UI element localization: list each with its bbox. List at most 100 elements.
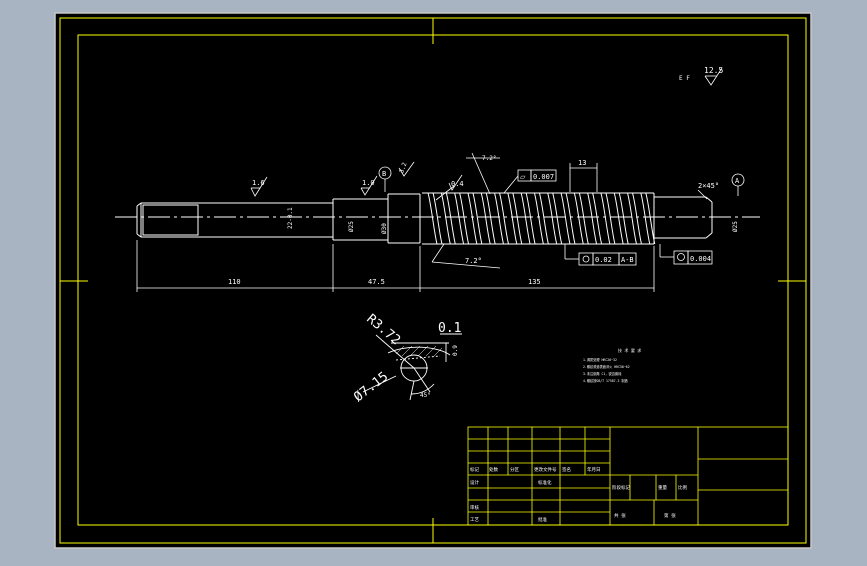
thread-groove <box>507 192 518 245</box>
dia-callout-d: Ø25 <box>732 221 739 232</box>
left-thread-relief <box>142 204 199 236</box>
svg-text:处数: 处数 <box>489 466 498 473</box>
svg-text:⏥: ⏥ <box>520 173 526 181</box>
svg-text:阶段标记: 阶段标记 <box>612 484 630 491</box>
thread-groove-edge <box>445 192 456 245</box>
roughness-flank: 0.4 <box>451 180 464 188</box>
thread-groove-edge <box>578 192 589 245</box>
roughness-left: 1.6 <box>252 179 265 187</box>
notes-title: 技 术 要 求 <box>618 347 641 353</box>
pitch-value: 13 <box>578 159 586 167</box>
length-47-5: 47.5 <box>368 278 385 286</box>
lead-screw-shaft <box>115 192 760 245</box>
detail-offset: 0.1 <box>438 321 461 336</box>
technical-requirements: 技 术 要 求 1.调质处理 HRC28~32 2.螺纹滚道表面淬火 HRC58… <box>583 347 641 383</box>
svg-text:年月日: 年月日 <box>587 466 601 473</box>
ball-thread-grooves <box>427 192 656 245</box>
detail-angle: 45° <box>420 392 431 399</box>
centering-marks <box>60 18 806 543</box>
helix-angle-lower: 7.2° <box>431 243 501 269</box>
svg-text:设计: 设计 <box>470 479 479 486</box>
svg-text:工艺: 工艺 <box>470 517 479 523</box>
roughness-mid: 1.0 <box>362 179 375 187</box>
thread-groove <box>573 192 584 245</box>
thread-groove <box>427 192 438 245</box>
thread-groove-edge <box>525 192 536 245</box>
thread-groove <box>520 192 531 245</box>
thread-groove-edge <box>538 192 549 245</box>
thread-groove-edge <box>565 192 576 245</box>
thread-groove-edge <box>432 192 443 245</box>
thread-groove <box>560 192 571 245</box>
note-line-4: 4.螺纹按GB/T 17587.3 制造 <box>583 378 629 383</box>
thread-groove <box>467 192 478 245</box>
svg-text:A: A <box>735 177 740 185</box>
note-line-3: 3.未注倒角 C1，锐边倒钝 <box>583 371 622 376</box>
runout-tolerance-frame: 0.02 A-B <box>564 244 637 266</box>
helix-angle-mark: 7.2° <box>466 152 500 195</box>
thread-groove <box>600 192 611 245</box>
svg-text:重量: 重量 <box>658 484 667 491</box>
detail-height: 0.9 <box>452 345 459 356</box>
thread-groove-edge <box>618 192 629 245</box>
thread-groove-edge <box>592 192 603 245</box>
flatness-tolerance-frame: ⏥ 0.007 <box>503 169 557 194</box>
svg-text:标准化: 标准化 <box>538 479 552 486</box>
drawing-sheet <box>54 12 812 549</box>
thread-groove-edge <box>499 192 509 245</box>
thread-groove <box>613 192 624 245</box>
thread-groove-edge <box>512 192 523 245</box>
dia-callout-a: 22-0.1 <box>287 207 294 229</box>
title-block-labels: 标记 处数 分区 更改文件号 签名 年月日 设计 标准化 阶段标记 重量 比例 … <box>470 466 687 523</box>
svg-text:比例: 比例 <box>678 484 687 491</box>
svg-text:E F: E F <box>679 75 690 82</box>
cylindricity-value: 0.004 <box>690 255 711 263</box>
global-roughness-symbol: E F 12.5 <box>679 66 723 86</box>
runout-datum: A-B <box>621 256 634 264</box>
thread-groove-edge <box>459 192 470 245</box>
length-110: 110 <box>228 278 241 286</box>
dia-callout-b: Ø25 <box>348 221 355 232</box>
pitch-dimension: 13 <box>569 159 598 192</box>
svg-text:审核: 审核 <box>470 504 479 511</box>
note-line-1: 1.调质处理 HRC28~32 <box>583 357 617 362</box>
thread-groove <box>627 192 637 245</box>
length-dimension-chain <box>136 240 655 292</box>
length-135: 135 <box>528 278 541 286</box>
svg-text:批准: 批准 <box>538 516 547 523</box>
thread-groove <box>640 192 651 245</box>
shaft-roughness-marks: 1.6 1.0 3.2 0.4 <box>250 161 464 201</box>
thread-groove-edge <box>472 192 483 245</box>
svg-text:B: B <box>382 170 386 178</box>
svg-text:分区: 分区 <box>510 466 519 473</box>
thread-groove <box>494 192 504 245</box>
groove-detail-view <box>362 333 462 401</box>
datum-a: A <box>731 173 745 196</box>
runout-value: 0.02 <box>595 256 612 264</box>
global-roughness-value: 12.5 <box>704 66 723 75</box>
thread-groove <box>454 192 465 245</box>
thread-groove-edge <box>485 192 496 245</box>
thread-groove-edge <box>645 192 656 245</box>
datum-b: B <box>378 166 392 192</box>
flatness-value: 0.007 <box>533 173 554 181</box>
thread-groove-edge <box>632 192 642 245</box>
svg-text:7.2°: 7.2° <box>465 257 482 265</box>
diameter-callouts: 22-0.1 Ø25 Ø30 Ø25 <box>287 207 739 234</box>
svg-text:共 张: 共 张 <box>614 512 626 519</box>
svg-text:标记: 标记 <box>470 466 479 473</box>
note-line-2: 2.螺纹滚道表面淬火 HRC58~62 <box>583 364 630 369</box>
cylindricity-tolerance-frame: 0.004 <box>659 244 713 265</box>
thread-groove <box>533 192 544 245</box>
detail-hatch <box>395 345 443 357</box>
svg-text:签名: 签名 <box>562 466 571 473</box>
thread-groove <box>587 192 598 245</box>
svg-text:第 张: 第 张 <box>664 512 676 519</box>
thread-groove <box>480 192 491 245</box>
svg-text:2×45°: 2×45° <box>698 182 719 190</box>
thread-groove <box>440 192 451 245</box>
svg-text:更改文件号: 更改文件号 <box>534 466 557 473</box>
roughness-mid-v: 3.2 <box>398 161 408 174</box>
